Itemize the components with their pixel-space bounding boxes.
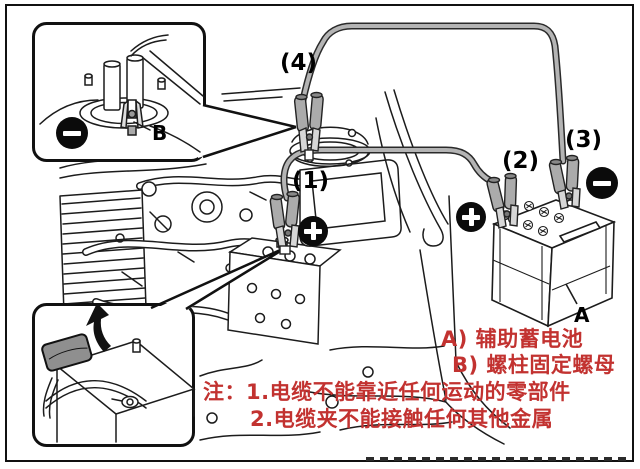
legend-item-b: B) 螺柱固定螺母 (452, 353, 616, 377)
legend-item-a: A) 辅助蓄电池 (441, 327, 584, 351)
inset-terminal-cover (32, 245, 288, 447)
callout-label-3: (3) (565, 127, 603, 153)
minus-icon (586, 167, 618, 199)
plus-icon (456, 202, 486, 232)
part-label-b: B (152, 121, 168, 145)
terminal-cover-cap (41, 333, 93, 372)
plus-icon (298, 216, 328, 246)
note-line-2: 2.电缆夹不能接触任何其他金属 (250, 407, 554, 431)
jumper-clamp-2 (486, 172, 519, 229)
callout-label-1: (1) (292, 168, 330, 194)
cropped-watermark-strip (366, 457, 632, 461)
label-a-leader-line (565, 283, 578, 305)
cable-positive (280, 146, 495, 202)
callout-label-4: (4) (280, 50, 318, 76)
lift-arrow-icon (86, 303, 111, 352)
jumper-clamp-4 (293, 91, 324, 161)
label-b-leader-line (133, 121, 151, 131)
note-line-1: 注：1.电缆不能靠近任何运动的零部件 (203, 380, 571, 404)
minus-icon (56, 117, 88, 149)
part-label-a: A (574, 303, 590, 327)
jumper-clamp-1 (269, 190, 300, 255)
callout-label-2: (2) (502, 148, 540, 174)
jumper-clamp-3 (548, 154, 581, 210)
inset-callout-wedge (198, 104, 296, 158)
battery-label-plate (558, 221, 602, 243)
cable-negative (299, 22, 567, 165)
